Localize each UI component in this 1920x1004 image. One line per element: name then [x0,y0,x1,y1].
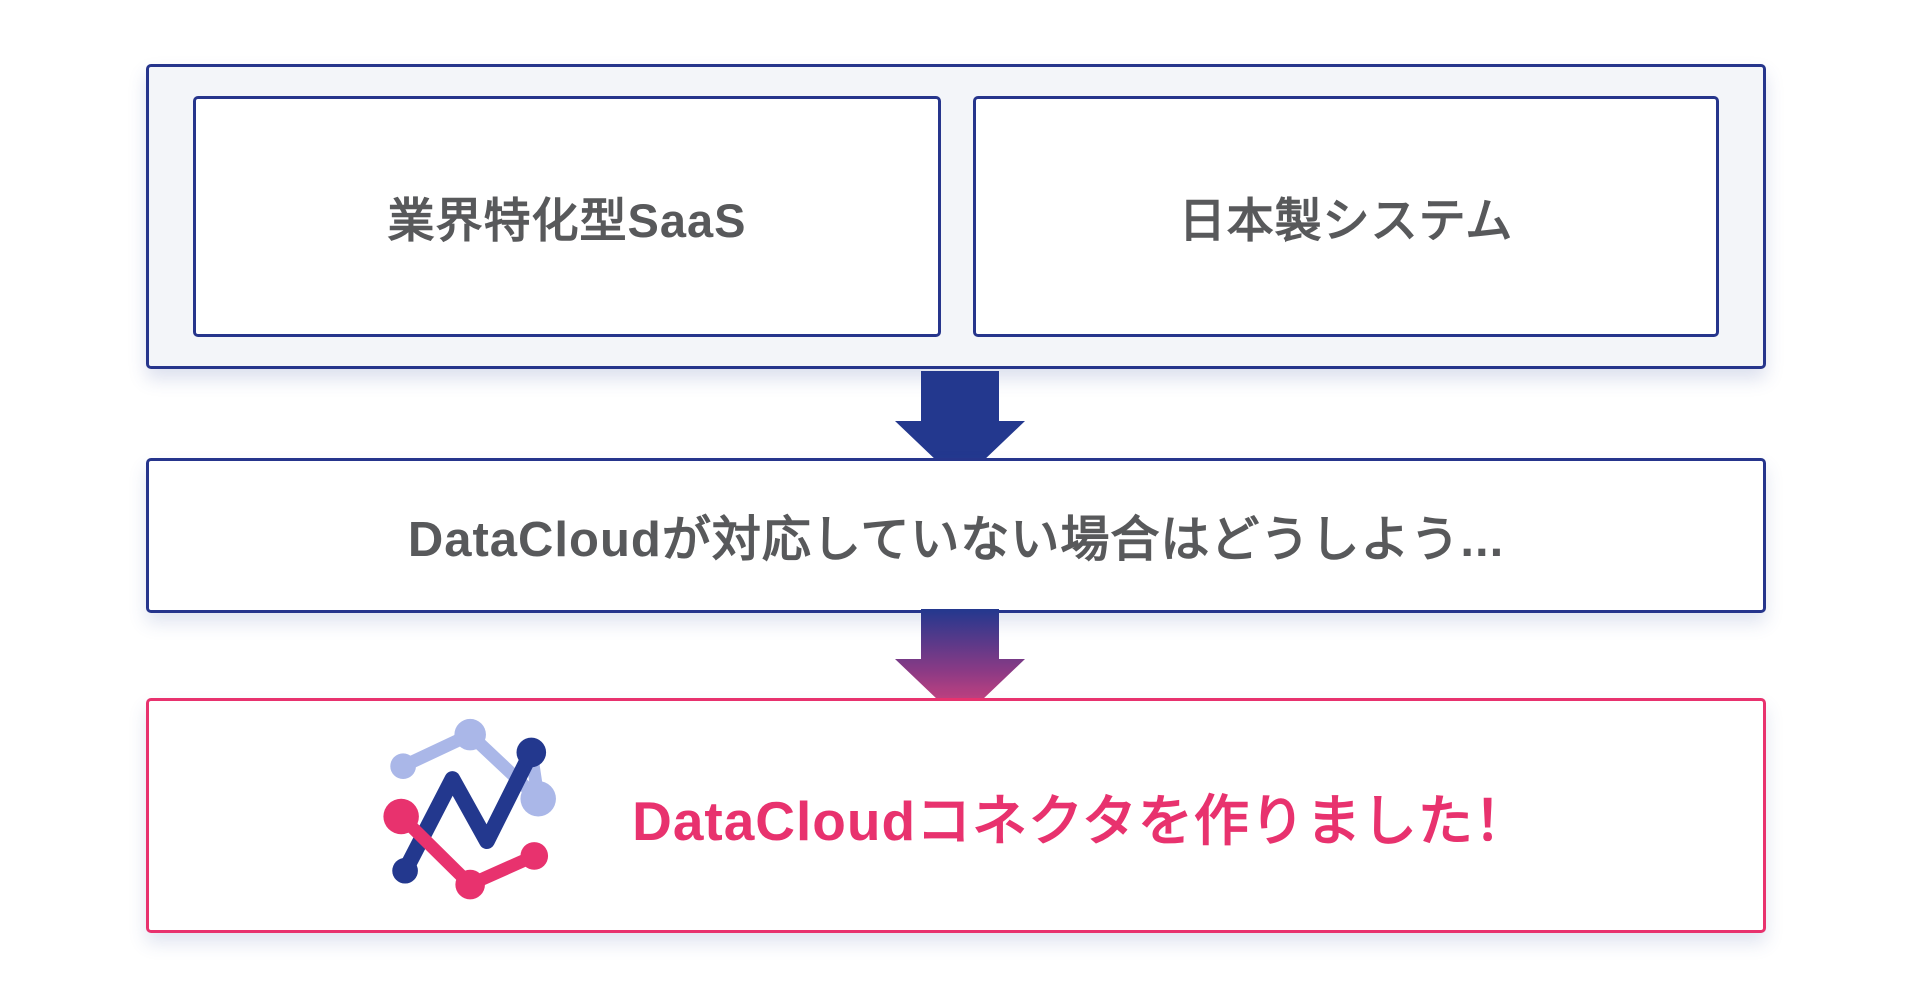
line-graph-network-logo-icon [383,718,557,899]
source-box-industry-saas-label: 業界特化型SaaS [387,194,747,247]
arrow-down-gradient-icon [895,609,1025,721]
arrow-down-icon [895,371,1025,483]
result-box: DataCloudコネクタを作りました！ [146,698,1766,933]
source-box-japanese-system: 日本製システム [972,96,1719,337]
question-box: DataCloudが対応していない場合はどうしよう... [146,458,1766,613]
source-systems-group: 業界特化型SaaS 日本製システム [146,64,1766,369]
question-box-label: DataCloudが対応していない場合はどうしよう... [407,513,1505,567]
result-box-label: DataCloudコネクタを作りました！ [632,789,1530,852]
source-box-japanese-system-label: 日本製システム [1178,194,1514,247]
source-box-industry-saas: 業界特化型SaaS [193,96,941,337]
